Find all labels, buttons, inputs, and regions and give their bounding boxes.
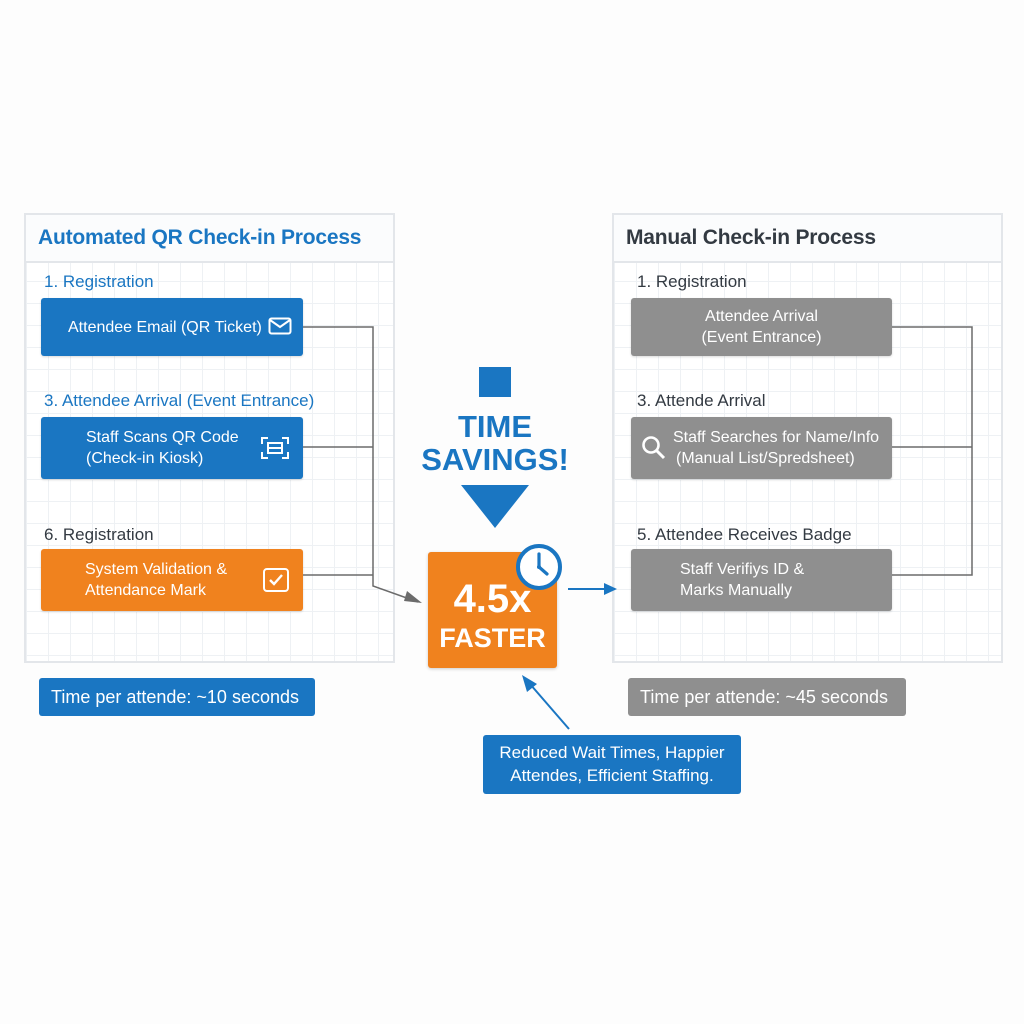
- benefits-line-1: Reduced Wait Times, Happier: [499, 743, 725, 762]
- auto-step-3-box: System Validation & Attendance Mark: [41, 549, 303, 611]
- manual-time-badge: Time per attende: ~45 seconds: [628, 678, 906, 716]
- benefits-callout: Reduced Wait Times, Happier Attendes, Ef…: [483, 735, 741, 794]
- manual-step-2-label: 3. Attende Arrival: [637, 391, 766, 410]
- checkbox-icon: [262, 567, 290, 599]
- auto-step-2-label: 3. Attendee Arrival (Event Entrance): [44, 391, 315, 410]
- time-savings-line-2: SAVINGS!: [421, 442, 569, 477]
- benefit-arrow-line: [529, 683, 570, 730]
- manual-step-1-box: Attendee Arrival (Event Entrance): [631, 298, 892, 356]
- manual-step-3-line-1: Staff Verifiys ID &: [680, 561, 805, 578]
- automated-panel-header: Automated QR Check-in Process: [26, 215, 393, 263]
- manual-step-1-label: 1. Registration: [637, 272, 747, 291]
- auto-connector-line: [303, 326, 419, 603]
- auto-step-1-text: Attendee Email (QR Ticket): [68, 318, 262, 336]
- auto-step-3-line-1: System Validation &: [85, 561, 227, 578]
- auto-step-2-line-1: Staff Scans QR Code: [86, 429, 239, 446]
- automated-time-badge: Time per attende: ~10 seconds: [39, 678, 315, 716]
- auto-step-2-text: Staff Scans QR Code (Check-in Kiosk): [86, 427, 239, 469]
- envelope-icon: [268, 317, 292, 341]
- auto-step-1-box: Attendee Email (QR Ticket): [41, 298, 303, 356]
- auto-step-2-line-2: (Check-in Kiosk): [86, 450, 204, 467]
- down-arrow-head: [461, 485, 529, 528]
- benefit-arrow-head: [522, 675, 537, 692]
- auto-connector-arrowhead: [404, 591, 422, 603]
- auto-step-3-text: System Validation & Attendance Mark: [85, 559, 227, 601]
- auto-step-2-box: Staff Scans QR Code (Check-in Kiosk): [41, 417, 303, 479]
- benefits-line-2: Attendes, Efficient Staffing.: [510, 766, 714, 785]
- qr-scan-icon: [260, 436, 290, 466]
- manual-step-3-label: 5. Attendee Receives Badge: [637, 525, 852, 544]
- right-arrow-head: [604, 583, 617, 595]
- multiplier-value: 4.5x: [453, 577, 532, 621]
- manual-panel-header: Manual Check-in Process: [614, 215, 1001, 263]
- clock-icon: [515, 543, 563, 596]
- manual-connector-line: [892, 326, 973, 576]
- auto-step-3-line-2: Attendance Mark: [85, 582, 206, 599]
- down-arrow-stem: [479, 367, 511, 397]
- manual-step-1-text: Attendee Arrival (Event Entrance): [701, 306, 821, 348]
- faster-label: FASTER: [439, 623, 546, 653]
- manual-panel-title: Manual Check-in Process: [626, 226, 876, 249]
- manual-step-1-line-1: Attendee Arrival: [705, 308, 818, 325]
- automated-panel-title: Automated QR Check-in Process: [38, 226, 362, 249]
- time-savings-headline: TIME SAVINGS!: [420, 410, 570, 476]
- manual-step-2-line-2: (Manual List/Spredsheet): [676, 450, 855, 467]
- manual-step-3-line-2: Marks Manually: [680, 582, 793, 599]
- search-icon: [641, 435, 667, 467]
- speed-multiplier-box: 4.5x FASTER: [428, 552, 557, 668]
- manual-step-1-line-2: (Event Entrance): [701, 329, 822, 346]
- manual-step-2-text: Staff Searches for Name/Info (Manual Lis…: [673, 427, 879, 469]
- manual-step-3-box: Staff Verifiys ID & Marks Manually: [631, 549, 892, 611]
- manual-step-3-text: Staff Verifiys ID & Marks Manually: [680, 559, 804, 601]
- time-savings-line-1: TIME: [457, 409, 533, 444]
- auto-step-1-label: 1. Registration: [44, 272, 154, 291]
- manual-step-2-line-1: Staff Searches for Name/Info: [673, 429, 880, 446]
- auto-step-3-label: 6. Registration: [44, 525, 154, 544]
- manual-step-2-box: Staff Searches for Name/Info (Manual Lis…: [631, 417, 892, 479]
